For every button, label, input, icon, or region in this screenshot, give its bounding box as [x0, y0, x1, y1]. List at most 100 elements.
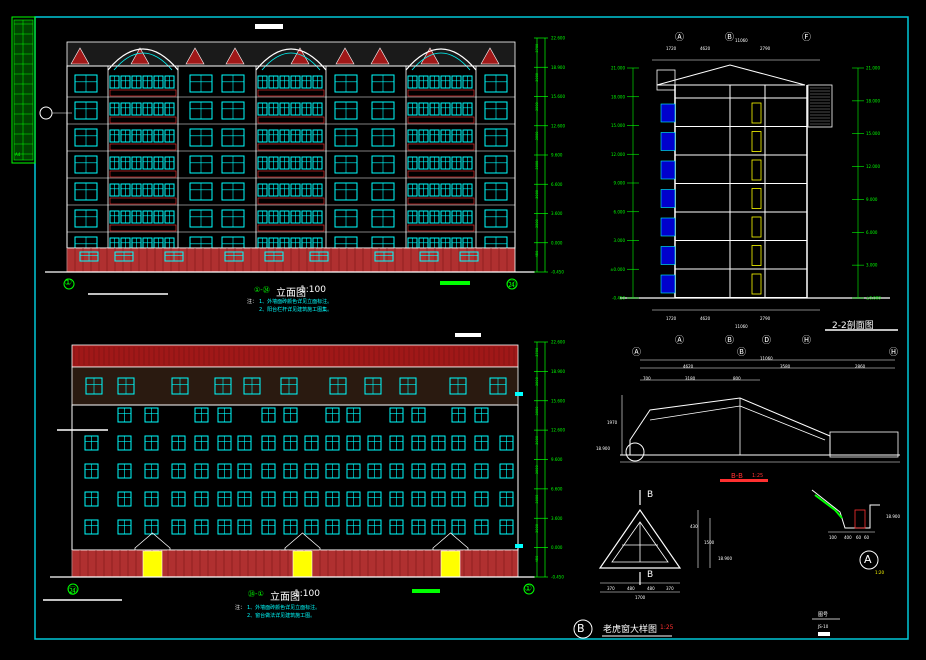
front-balcony-rail [109, 143, 177, 151]
dormer-dim-2: 480 [627, 586, 635, 591]
section22-right-level-label: 6.000 [866, 230, 878, 235]
dormer-total-dim: 1700 [635, 595, 646, 600]
dormer-marker-circle [573, 619, 593, 639]
front-level-label: -0.450 [551, 270, 564, 275]
section22-left-level-label: 3.000 [614, 238, 626, 243]
section22-axis-top-a: Ⓐ [675, 33, 685, 43]
front-balcony-rail [407, 89, 475, 97]
rear-axis-end: ① [524, 584, 533, 594]
rear-axis-bubble-start [67, 583, 79, 595]
front-title-scale: 1:100 [300, 285, 326, 295]
detail-a-gutter-fill [814, 494, 843, 519]
section22-dim-top-1: 1720 [666, 46, 677, 51]
front-storey-label: 3000 [535, 73, 539, 82]
dormer-section-mark-top: B [647, 490, 654, 500]
section22-axis-top-b: Ⓑ [725, 33, 735, 43]
sectionbb-axis-a: Ⓐ [632, 348, 642, 358]
section22-window [660, 246, 676, 265]
rear-legend-mark [412, 589, 440, 593]
section22-parapet [656, 69, 676, 91]
sectionbb-scale: 1:25 [752, 473, 764, 479]
rear-storey-label: 3000 [535, 495, 539, 504]
rear-storey-label: 3700 [535, 348, 539, 357]
sheet-frame [34, 16, 909, 640]
front-roof-dormer [290, 47, 310, 65]
rear-storey-label: 3000 [535, 407, 539, 416]
section22-dim-top-3: 2790 [760, 46, 771, 51]
detail-a-dim-3: 60 [856, 535, 862, 540]
section22-stair-roof [807, 84, 833, 128]
section22-right-level-label: 21.000 [866, 66, 880, 71]
section22-left-level-label: -0.450 [612, 296, 625, 301]
rear-annotation-tag [455, 333, 481, 337]
detail-a-marker: A [864, 553, 872, 566]
rear-storey-label: 3000 [535, 465, 539, 474]
rear-marker-bottom [515, 544, 523, 548]
section22-window [660, 132, 676, 151]
section22-left-level-label: 6.000 [614, 209, 626, 214]
sectionbb-inner-dim-3: 800 [733, 376, 741, 381]
rear-level-label: 9.600 [551, 457, 563, 462]
section22-total-top: 11060 [735, 38, 748, 43]
sectionbb-title-underline [720, 479, 768, 482]
front-arched-window [113, 52, 173, 71]
dormer-scale: 1:25 [660, 624, 674, 631]
front-note-1: 1、外墙面砖颜色详见立面标注。 [259, 299, 333, 305]
rear-level-label: -0.450 [551, 575, 564, 580]
rear-storey-label: 3000 [535, 436, 539, 445]
rear-storey-label: 3000 [535, 377, 539, 386]
section22-axis-top-f: Ⓕ [802, 33, 812, 43]
front-arched-gable [255, 48, 327, 71]
front-arched-gable [107, 48, 179, 71]
dormer-outer-frame [598, 508, 682, 569]
front-axis-start: ① [64, 278, 73, 288]
front-balcony-rail [257, 116, 325, 124]
section22-window [660, 189, 676, 208]
sectionbb-axis-b: Ⓑ [737, 348, 747, 358]
front-level-label: 18.900 [551, 65, 565, 70]
section22-axis-bottom-d: Ⓓ [762, 336, 772, 346]
section22-axis-bottom-h: Ⓗ [802, 336, 812, 346]
section-2-2: 21.00018.00015.00012.0009.0006.0003.000±… [610, 59, 898, 331]
rear-title-scale: 1:100 [294, 589, 320, 599]
front-axis-end: ㉔ [507, 281, 517, 291]
front-title-tag: ①-㉔ [254, 286, 270, 294]
front-balcony-rail [109, 116, 177, 124]
rear-level-label: 22.600 [551, 340, 565, 345]
section22-door [751, 131, 762, 152]
front-roof-dormer [480, 47, 500, 65]
section22-left-level-label: 15.000 [611, 123, 625, 128]
dormer-level: 18.900 [718, 556, 732, 561]
section22-title: 2-2剖面图 [832, 321, 874, 331]
front-storey-label: 450 [535, 251, 539, 258]
rear-entrance-door-front [440, 550, 461, 578]
title-block-label: 图号 [818, 612, 829, 618]
front-balcony-rail [109, 224, 177, 232]
front-level-label: 3.600 [551, 211, 563, 216]
rear-entrance-door-front [142, 550, 163, 578]
front-title-text: 立面图 [276, 288, 306, 299]
section22-dim-top-2: 4620 [700, 46, 711, 51]
dormer-height-dim-1: 430 [690, 524, 698, 529]
rear-notes-prefix: 注： [235, 605, 246, 611]
rear-axis-bubble-end [523, 583, 535, 595]
front-arched-window [411, 52, 471, 71]
section22-window [660, 217, 676, 237]
front-note-2: 2、阳台栏杆详见建筑施工图集。 [259, 307, 333, 313]
front-axis-bubble-end [506, 278, 518, 290]
dormer-section-mark-bottom: B [647, 570, 654, 580]
front-roof-dormer [70, 47, 90, 65]
sectionbb-left-level: 18.900 [596, 446, 610, 451]
section22-left-level-label: 18.000 [611, 94, 625, 99]
front-level-label: 22.600 [551, 36, 565, 41]
dormer-dim-3: 480 [647, 586, 655, 591]
front-roof-dormer [185, 47, 205, 65]
title-block-mark [818, 632, 830, 636]
section22-right-level-label: 3.000 [866, 263, 878, 268]
front-balcony-rail [257, 197, 325, 205]
dormer-detail [573, 490, 711, 639]
section22-right-level-label: 9.000 [866, 197, 878, 202]
front-storey-label: 3000 [535, 161, 539, 170]
front-balcony-rail [109, 89, 177, 97]
